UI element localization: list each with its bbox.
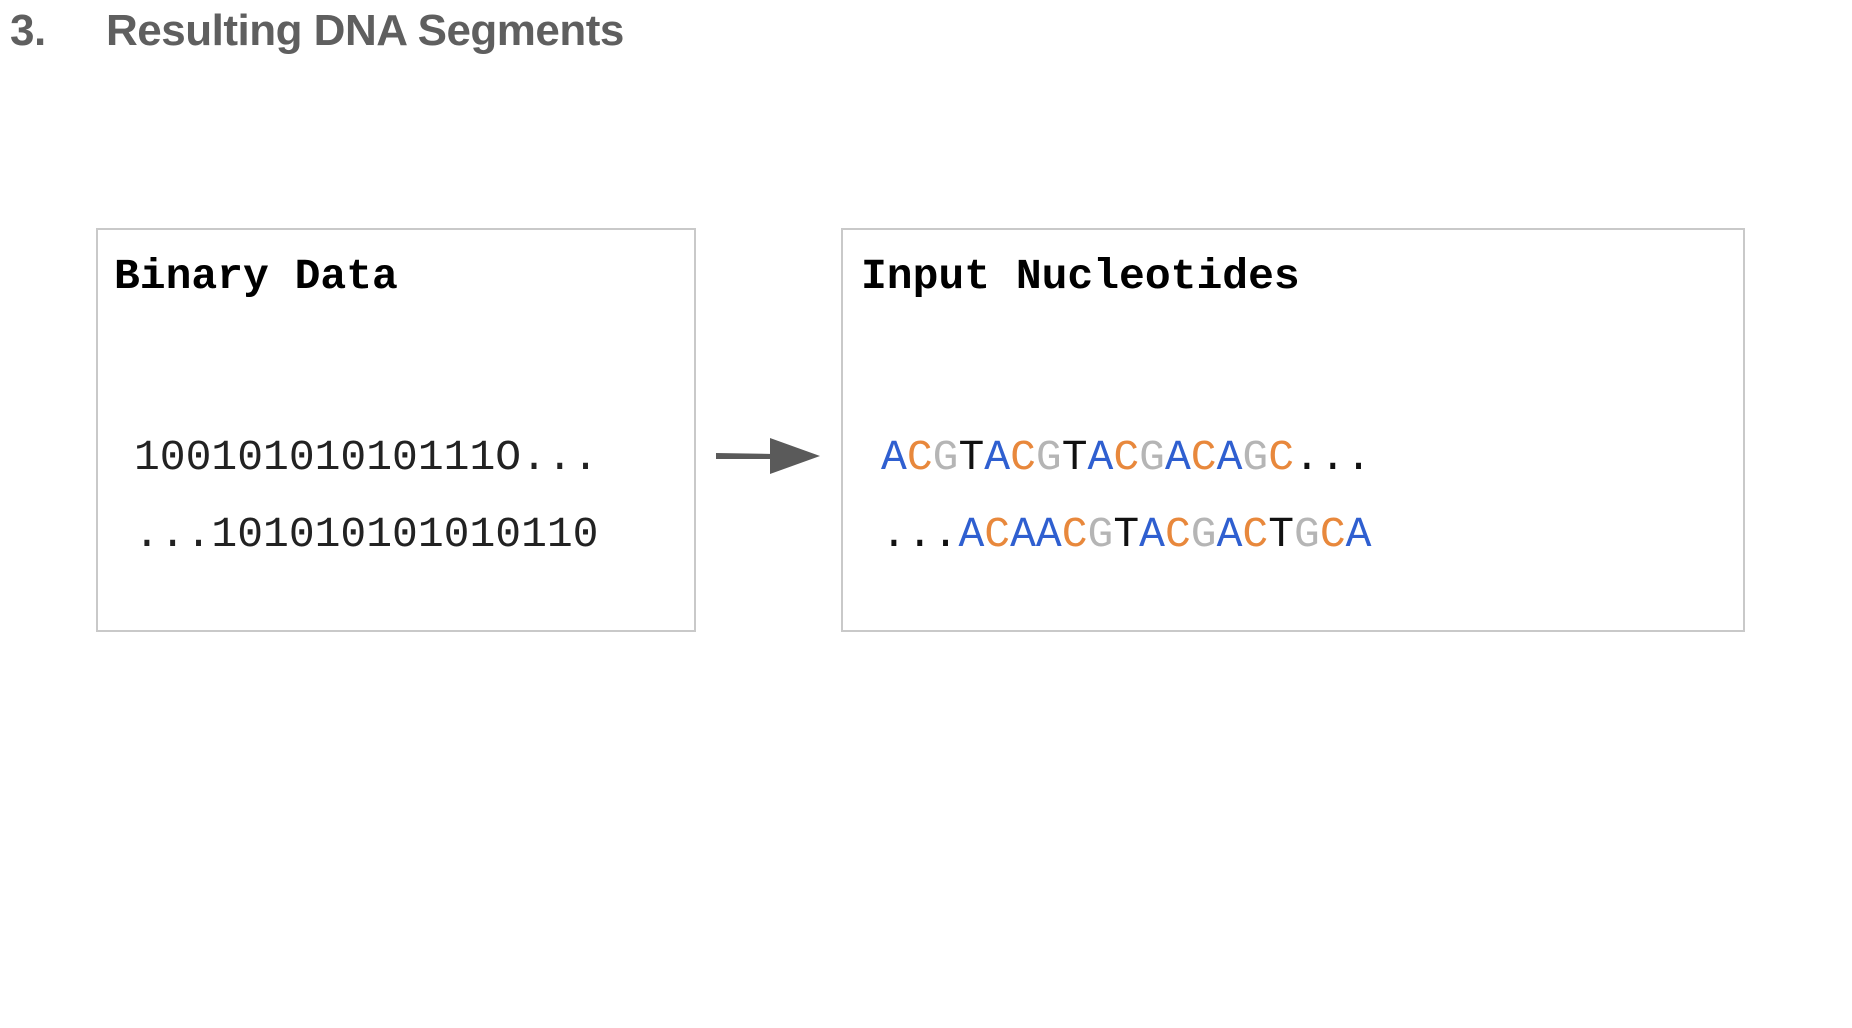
nucleotide-A: A xyxy=(1345,510,1372,559)
nucleotide-A: A xyxy=(1139,510,1165,559)
nucleotide-A: A xyxy=(1035,510,1062,559)
binary-data-box: Binary Data 10010101010111O... ...101010… xyxy=(96,228,696,632)
ellipsis-dot: . xyxy=(906,510,933,559)
binary-line-2: ...101010101010110 xyxy=(134,510,599,559)
nucleotide-A: A xyxy=(1010,510,1036,559)
nucleotide-A: A xyxy=(984,433,1011,482)
nucleotide-C: C xyxy=(1164,510,1191,559)
heading-title: Resulting DNA Segments xyxy=(106,6,624,55)
heading-number: 3. xyxy=(10,6,46,55)
nucleotide-A: A xyxy=(1216,433,1243,482)
nucleotide-G: G xyxy=(1087,510,1114,559)
input-nucleotides-title: Input Nucleotides xyxy=(861,252,1300,301)
nucleotide-C: C xyxy=(906,433,933,482)
nucleotide-T: T xyxy=(958,433,985,482)
nucleotide-line-2: ...ACAACGTACGACTGCA xyxy=(881,510,1371,559)
nucleotide-C: C xyxy=(1319,510,1346,559)
nucleotide-G: G xyxy=(1035,433,1062,482)
nucleotide-C: C xyxy=(1113,433,1140,482)
arrow-shaft xyxy=(716,453,774,459)
nucleotide-C: C xyxy=(1010,433,1036,482)
nucleotide-C: C xyxy=(1268,433,1294,482)
nucleotide-T: T xyxy=(1061,433,1088,482)
nucleotide-G: G xyxy=(1294,510,1320,559)
nucleotide-C: C xyxy=(1242,510,1269,559)
nucleotide-C: C xyxy=(1190,433,1217,482)
nucleotide-A: A xyxy=(958,510,985,559)
ellipsis-dot: . xyxy=(1345,433,1372,482)
nucleotide-C: C xyxy=(984,510,1011,559)
ellipsis-dot: . xyxy=(1319,433,1346,482)
right-arrow-icon xyxy=(716,438,820,474)
binary-line-1: 10010101010111O... xyxy=(134,433,599,482)
nucleotide-G: G xyxy=(1242,433,1269,482)
nucleotide-G: G xyxy=(1139,433,1165,482)
binary-data-title: Binary Data xyxy=(114,252,398,301)
nucleotide-T: T xyxy=(1268,510,1294,559)
nucleotide-A: A xyxy=(1216,510,1243,559)
ellipsis-dot: . xyxy=(932,510,959,559)
input-nucleotides-box: Input Nucleotides ACGTACGTACGACAGC... ..… xyxy=(841,228,1745,632)
ellipsis-dot: . xyxy=(1294,433,1320,482)
nucleotide-A: A xyxy=(881,433,907,482)
nucleotide-A: A xyxy=(1164,433,1191,482)
nucleotide-G: G xyxy=(932,433,959,482)
page-heading: 3. Resulting DNA Segments xyxy=(10,6,624,56)
ellipsis-dot: . xyxy=(881,510,907,559)
arrow-head xyxy=(770,438,820,474)
nucleotide-line-1: ACGTACGTACGACAGC... xyxy=(881,433,1371,482)
nucleotide-T: T xyxy=(1113,510,1140,559)
nucleotide-C: C xyxy=(1061,510,1088,559)
nucleotide-A: A xyxy=(1087,433,1114,482)
nucleotide-G: G xyxy=(1190,510,1217,559)
